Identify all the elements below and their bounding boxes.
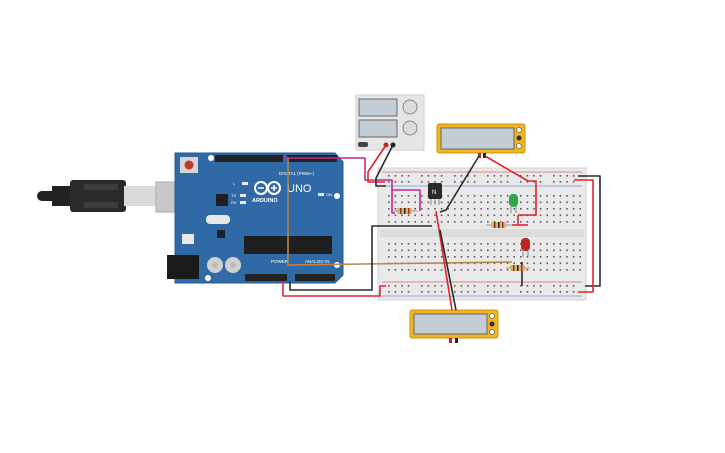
wires	[282, 144, 601, 311]
multimeter-top-display	[440, 127, 515, 150]
multimeter-bottom[interactable]	[409, 309, 499, 343]
wire-red-meter-top[interactable]	[484, 155, 537, 216]
arduino-uno-board[interactable]: L TX RX ON UNO ARDUINO DIGITAL (PWM~) PO…	[167, 152, 344, 284]
wire-black-supply[interactable]	[375, 144, 394, 187]
components[interactable]: N	[392, 183, 530, 271]
wire-red-5v[interactable]	[282, 281, 386, 297]
analog-header	[295, 274, 335, 281]
board-brand: ARDUINO	[252, 198, 278, 204]
led-red[interactable]	[521, 238, 530, 257]
led-rx-label: RX	[231, 200, 237, 205]
digital-header-left	[215, 155, 283, 162]
transistor-label: N	[432, 190, 436, 196]
voltage-knob-icon[interactable]	[402, 99, 418, 115]
led-green[interactable]	[509, 194, 518, 213]
resistor-base[interactable]	[392, 208, 418, 214]
wire-magenta-jumper[interactable]	[392, 189, 421, 211]
current-knob-icon[interactable]	[402, 120, 418, 136]
breadboard[interactable]	[377, 167, 587, 301]
power-supply[interactable]	[355, 94, 425, 151]
led-rx	[240, 201, 246, 204]
power-header	[245, 274, 287, 281]
wire-magenta-signal[interactable]	[283, 157, 395, 214]
led-tx-label: TX	[231, 193, 236, 198]
analog-header-label: ANALOG IN	[305, 259, 330, 264]
wire-black-meter-top[interactable]	[439, 155, 480, 213]
led-l-label: L	[233, 181, 236, 186]
led-tx	[240, 194, 246, 197]
power-header-label: POWER	[271, 259, 289, 264]
wire-orange-analog[interactable]	[287, 158, 513, 266]
multimeter-bottom-display	[413, 313, 488, 335]
wire-black-meter-bottom-lead[interactable]	[439, 229, 457, 311]
arduino-logo-icon	[254, 181, 281, 195]
resistor-red-led[interactable]	[506, 265, 530, 271]
led-on	[318, 193, 324, 196]
wire-black-gnd[interactable]	[289, 225, 432, 291]
supply-display-current	[358, 119, 398, 138]
supply-display-voltage	[358, 98, 398, 117]
resistor-green-led[interactable]	[486, 222, 512, 228]
crystal	[206, 215, 230, 224]
wire-red-rail-right[interactable]	[574, 179, 594, 293]
power-jack	[167, 255, 199, 279]
led-l	[242, 182, 248, 185]
board-model: UNO	[287, 183, 312, 195]
npn-transistor[interactable]: N	[428, 183, 442, 205]
digital-header-label: DIGITAL (PWM~)	[279, 171, 314, 176]
led-on-label: ON	[326, 192, 332, 197]
wire-red-meter-bottom[interactable]	[435, 210, 453, 311]
supply-switch[interactable]	[358, 142, 368, 147]
multimeter-top[interactable]	[436, 123, 526, 158]
